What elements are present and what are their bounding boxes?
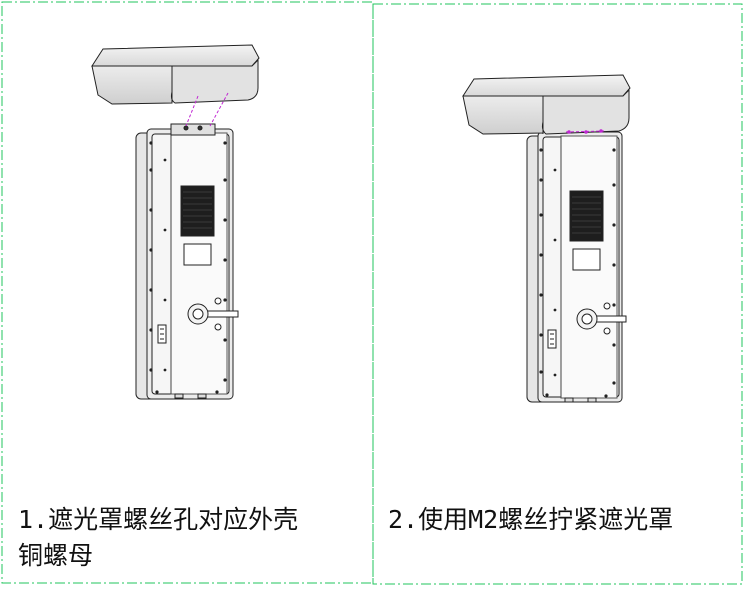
sun-hood-1 bbox=[91, 44, 260, 105]
step-1-caption-line-2: 铜螺母 bbox=[18, 541, 94, 570]
step-1-caption: 1.遮光罩螺丝孔对应外壳 铜螺母 bbox=[18, 502, 298, 574]
panel-frame-2 bbox=[372, 3, 743, 585]
housing-screws-right-1 bbox=[215, 141, 227, 394]
sun-hood-2 bbox=[462, 74, 631, 135]
step-1-illustration bbox=[91, 44, 260, 400]
housing-screws-left-1 bbox=[149, 141, 167, 394]
screw-line-2 bbox=[565, 130, 607, 133]
speaker-grille-1 bbox=[180, 185, 215, 237]
label-window-1 bbox=[183, 243, 212, 266]
device-housing-1 bbox=[135, 123, 239, 400]
step-2-illustration bbox=[462, 74, 631, 403]
device-housing-2 bbox=[526, 131, 627, 403]
step-1-caption-line-1: 1.遮光罩螺丝孔对应外壳 bbox=[18, 505, 299, 534]
housing-screws-left-2 bbox=[539, 148, 557, 397]
step-2-caption-line-1: 2.使用M2螺丝拧紧遮光罩 bbox=[388, 505, 674, 534]
label-window-2 bbox=[572, 248, 601, 271]
speaker-grille-2 bbox=[569, 190, 604, 242]
step-2-caption: 2.使用M2螺丝拧紧遮光罩 bbox=[388, 502, 673, 538]
screw-alignment-guides-1 bbox=[185, 92, 229, 127]
housing-screws-right-2 bbox=[604, 148, 616, 398]
